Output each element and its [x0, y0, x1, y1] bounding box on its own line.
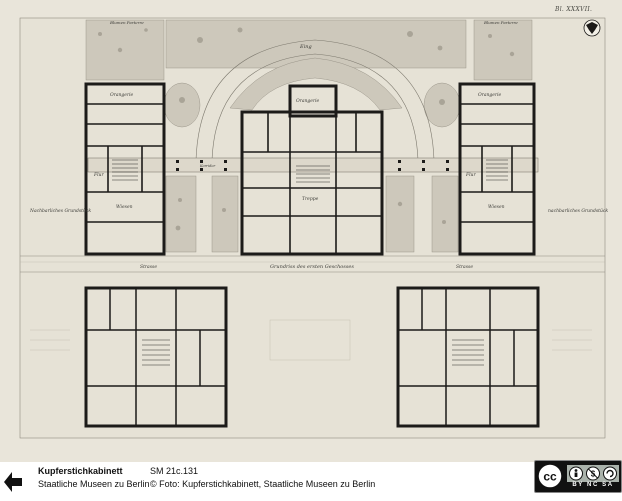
label-orangerie-center: Orangerie — [296, 98, 320, 104]
label-wiesen-left: Wiesen — [116, 204, 133, 210]
label-strasse-right: Strasse — [456, 264, 473, 270]
label-garden-right: Blumen Parterre — [483, 20, 518, 25]
institution-subtitle: Staatliche Museen zu Berlin — [38, 479, 150, 489]
garden-parterres — [85, 19, 533, 253]
photo-credit: © Foto: Kupferstichkabinett, Staatliche … — [150, 479, 376, 489]
label-stair: Treppe — [302, 196, 319, 202]
museum-footer: Kupferstichkabinett Staatliche Museen zu… — [0, 462, 622, 501]
label-garden-left: Blumen Parterre — [109, 20, 144, 25]
label-orangerie-right: Orangerie — [478, 92, 502, 98]
smb-logo-icon — [4, 472, 22, 492]
prussian-eagle-seal-icon — [583, 19, 601, 37]
cc-license-text: BY NC SA — [572, 482, 614, 488]
object-metadata: SM 21c.131 © Foto: Kupferstichkabinett, … — [150, 465, 375, 491]
institution-block: Kupferstichkabinett Staatliche Museen zu… — [38, 465, 150, 491]
label-corridor: Korridor — [199, 164, 215, 168]
sa-sharealike-icon — [603, 466, 617, 481]
floor-plan-drawing: Eing Blumen Parterre Blumen Parterre Ora… — [19, 17, 608, 439]
cc-logo-icon — [537, 463, 563, 489]
label-neighbor-right: nachbarliches Grundstück — [548, 208, 608, 214]
inventory-number: SM 21c.131 — [150, 466, 199, 476]
label-orangerie-left: Orangerie — [110, 92, 134, 98]
label-flur-right: Flur — [465, 172, 476, 178]
institution-name: Kupferstichkabinett — [38, 466, 123, 476]
smb-logo — [0, 462, 32, 501]
drawing-sheet: Eing Blumen Parterre Blumen Parterre Ora… — [0, 0, 622, 462]
plate-number: Bl. XXXVII. — [555, 6, 593, 13]
label-strasse-left: Strasse — [140, 264, 157, 270]
label-flur-left: Flur — [93, 172, 104, 178]
label-wiesen-right: Wiesen — [488, 204, 505, 210]
svg-text:cc: cc — [543, 470, 557, 484]
cc-license-badge[interactable]: cc $ — [534, 460, 622, 493]
label-neighbor-left: Nachbarliches Grundstück — [29, 208, 91, 214]
caption-ground-floor: Grundriss des ersten Geschosses — [270, 264, 354, 270]
label-courtyard-top: Eing — [299, 44, 312, 50]
